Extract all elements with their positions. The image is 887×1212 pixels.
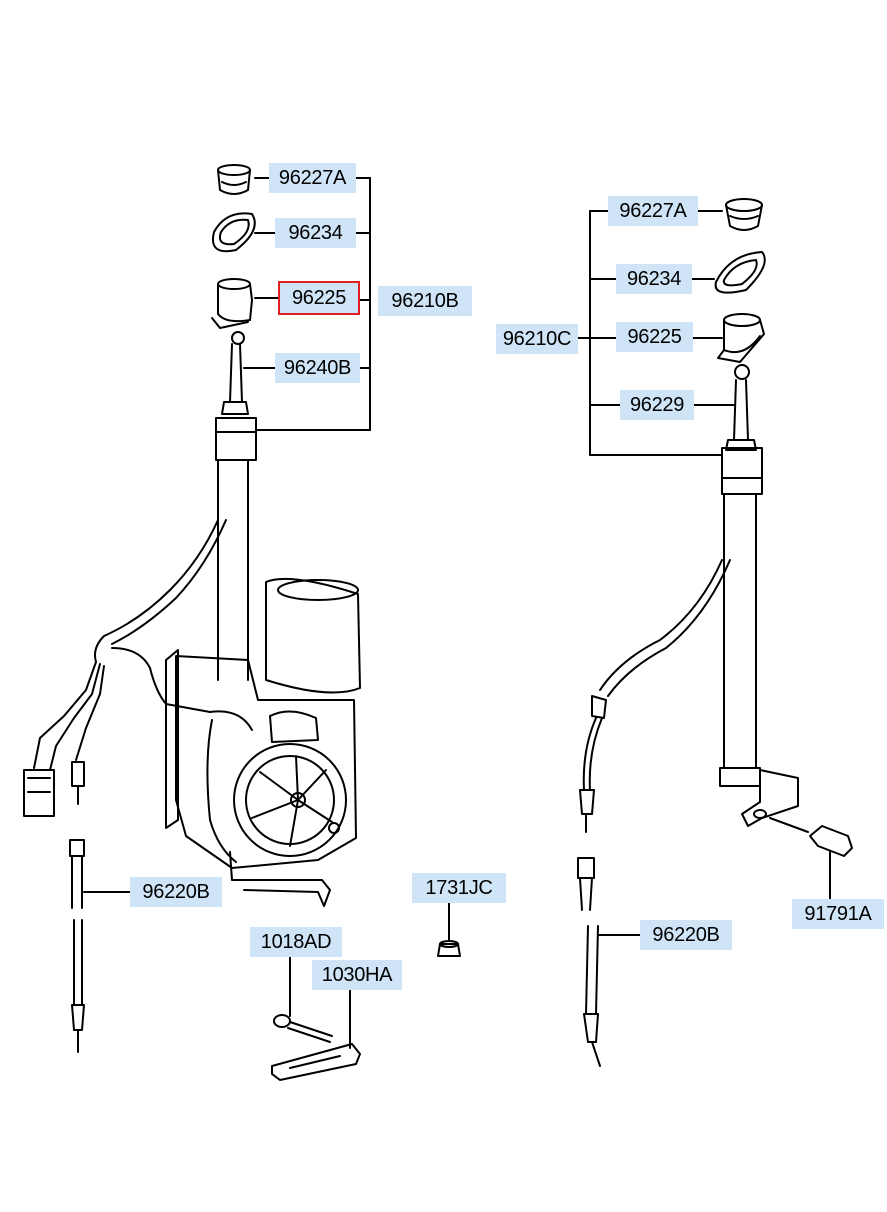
center-bracket-drawing bbox=[271, 1043, 361, 1081]
center-hardware bbox=[271, 902, 461, 1081]
callout-right-gasket[interactable]: 96234 bbox=[616, 264, 692, 294]
right-nut-drawing bbox=[717, 313, 765, 363]
callout-right-nut[interactable]: 96225 bbox=[616, 322, 693, 352]
left-tube-drawing bbox=[215, 417, 257, 681]
callout-center-bolt[interactable]: 1018AD bbox=[250, 927, 342, 957]
callout-left-cable[interactable]: 96220B bbox=[130, 877, 222, 907]
left-antenna-assembly bbox=[23, 164, 371, 1053]
callout-left-mast[interactable]: 96240B bbox=[275, 353, 360, 383]
left-cable-drawing bbox=[69, 839, 131, 1053]
left-nut-drawing bbox=[211, 278, 253, 345]
left-mast-drawing bbox=[221, 343, 249, 415]
callout-right-cap[interactable]: 96227A bbox=[608, 196, 698, 226]
right-tube-drawing bbox=[719, 447, 799, 827]
left-motor-drawing bbox=[165, 577, 361, 907]
left-cap-drawing bbox=[217, 164, 251, 195]
center-bolt-drawing bbox=[273, 1014, 333, 1043]
right-cap-drawing bbox=[725, 198, 763, 231]
left-wiring-drawing bbox=[23, 519, 253, 863]
right-mast-drawing bbox=[725, 364, 757, 451]
callout-left-assembly[interactable]: 96210B bbox=[378, 286, 472, 316]
callout-right-bolt[interactable]: 91791A bbox=[792, 899, 884, 929]
left-gasket-drawing bbox=[212, 212, 256, 253]
callout-right-mast[interactable]: 96229 bbox=[620, 390, 694, 420]
right-wiring-drawing bbox=[579, 559, 731, 833]
callout-left-gasket[interactable]: 96234 bbox=[275, 218, 356, 248]
callout-left-cap[interactable]: 96227A bbox=[269, 163, 356, 193]
right-gasket-drawing bbox=[714, 251, 766, 294]
callout-right-cable[interactable]: 96220B bbox=[640, 920, 732, 950]
callout-center-bracket[interactable]: 1030HA bbox=[312, 960, 402, 990]
callout-center-nut[interactable]: 1731JC bbox=[412, 873, 506, 903]
right-bolt-drawing bbox=[769, 817, 853, 901]
callout-left-nut-selected[interactable]: 96225 bbox=[278, 281, 360, 315]
right-antenna-assembly bbox=[577, 198, 853, 1067]
callout-right-assembly[interactable]: 96210C bbox=[496, 324, 578, 354]
right-cable-drawing bbox=[577, 857, 641, 1067]
